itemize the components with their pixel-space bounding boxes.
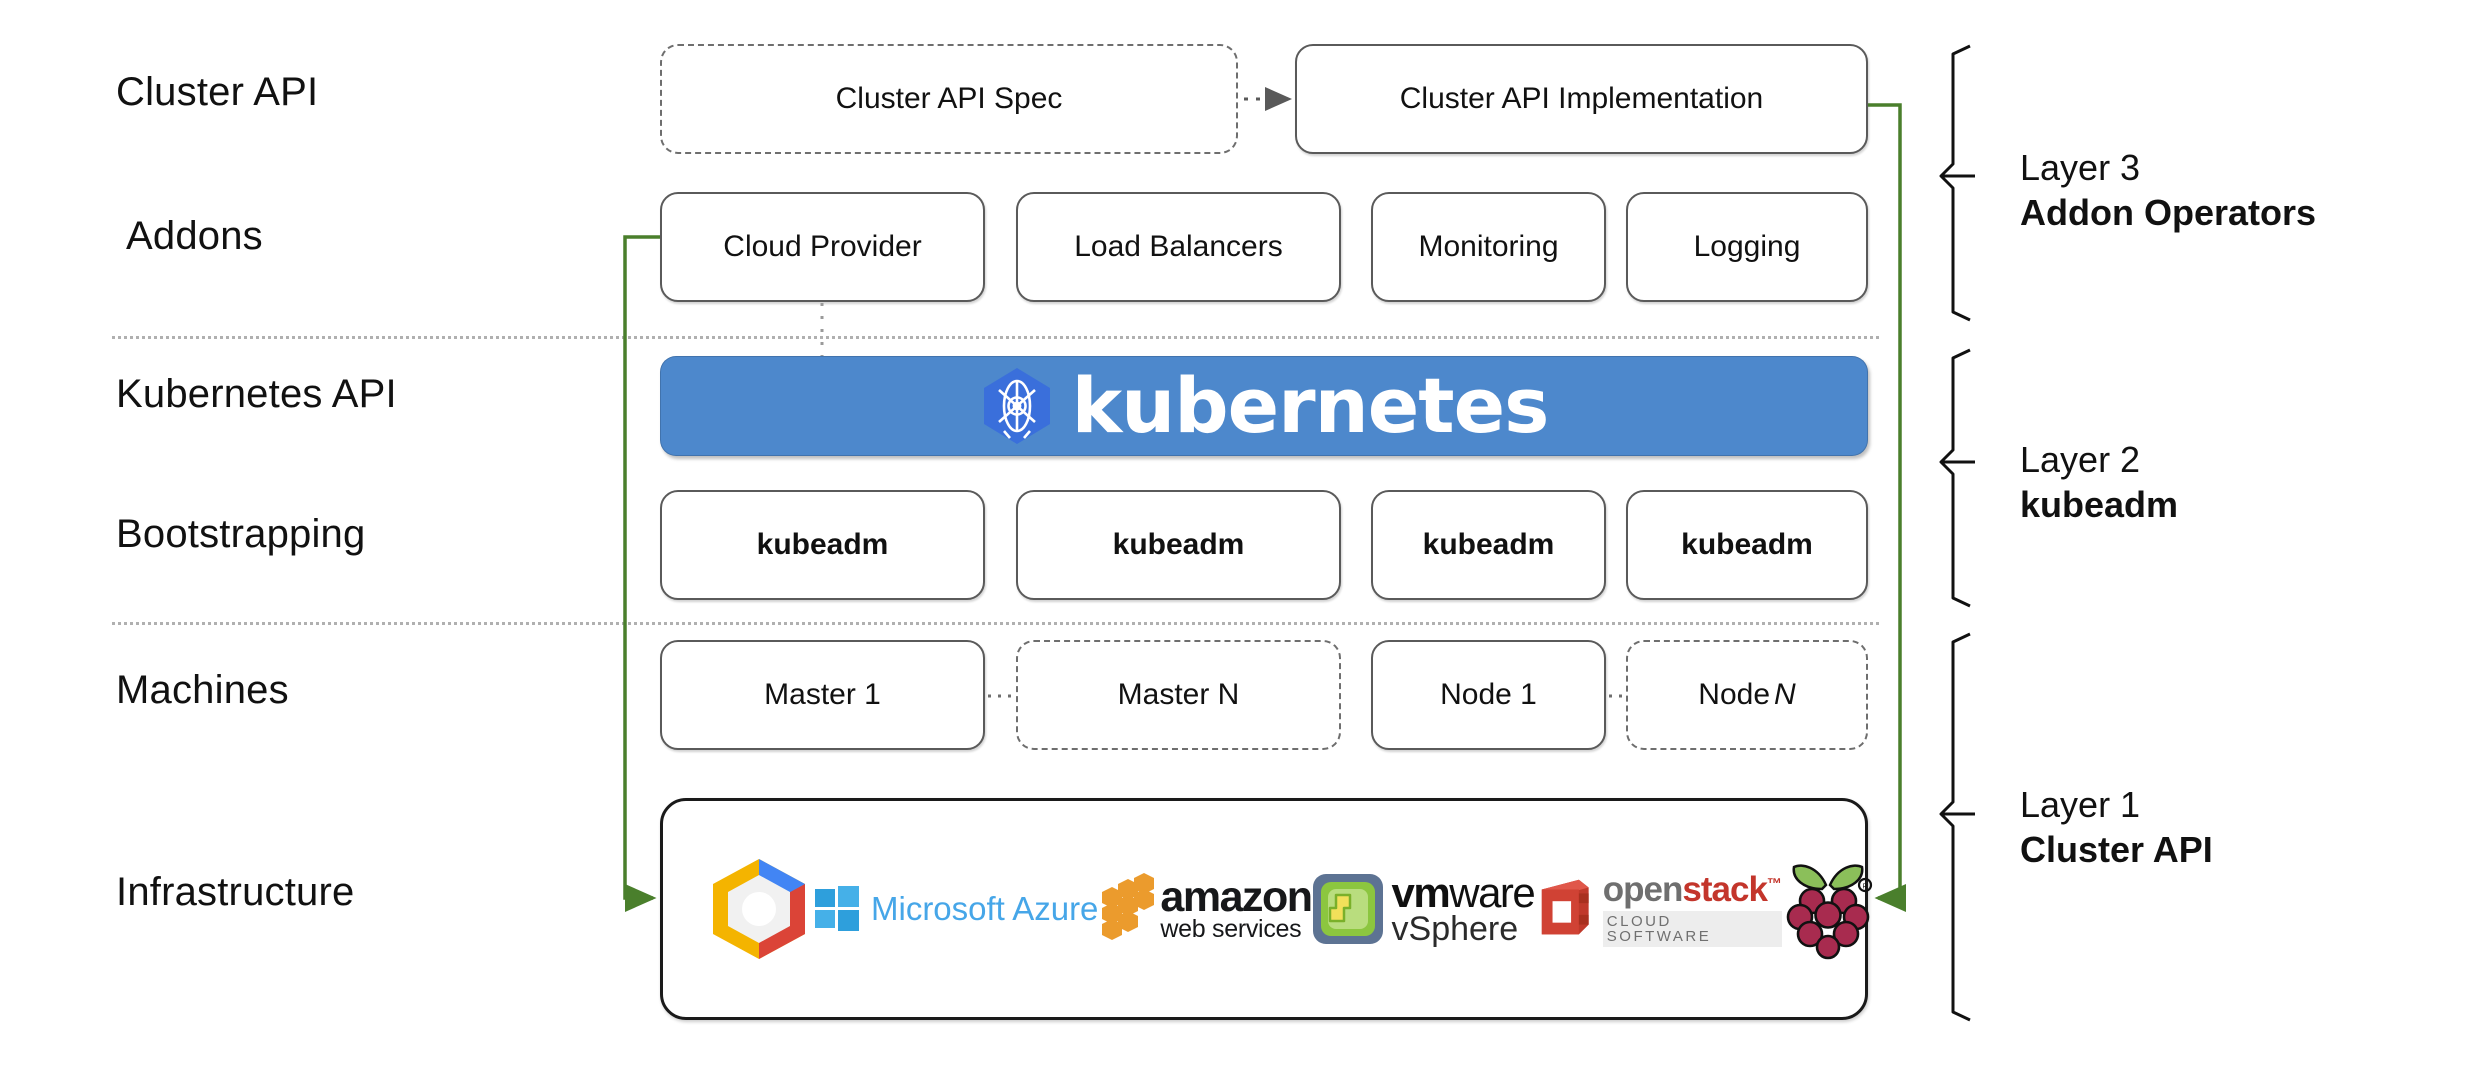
- node-kubeadm-3[interactable]: kubeadm: [1371, 490, 1606, 600]
- brace-layer-2: [1939, 348, 1971, 608]
- node-label: Cluster API Spec: [835, 82, 1063, 115]
- row-label-infrastructure: Infrastructure: [116, 870, 355, 914]
- node-label: Master 1: [764, 678, 881, 711]
- azure-wordmark: Microsoft Azure: [871, 890, 1099, 927]
- kubernetes-helm-logo: [980, 366, 1054, 446]
- node-node-1[interactable]: Node 1: [1371, 640, 1606, 750]
- node-label: kubeadm: [1112, 528, 1245, 561]
- vsphere-wordmark: vSphere: [1391, 909, 1519, 948]
- node-cluster-api-implementation[interactable]: Cluster API Implementation: [1295, 44, 1868, 154]
- node-addon-monitoring[interactable]: Monitoring: [1371, 192, 1606, 302]
- infrastructure-container[interactable]: Microsoft Azure amazon web services: [660, 798, 1873, 1020]
- layer-1-name: Cluster API: [2020, 829, 2213, 870]
- node-addon-load-balancers[interactable]: Load Balancers: [1016, 192, 1341, 302]
- kubernetes-banner[interactable]: kubernetes: [660, 356, 1868, 456]
- green-arrow-implementation-to-infrastructure: [1868, 103, 1906, 912]
- microsoft-azure-logo: Microsoft Azure: [813, 885, 1098, 933]
- openstack-wordmark-top: openstack™: [1603, 872, 1783, 907]
- aws-wordmark-bottom: web services: [1160, 914, 1302, 943]
- openstack-logo: openstack™ CLOUD SOFTWARE: [1534, 872, 1783, 947]
- brace-layer-1: [1939, 632, 1971, 1022]
- layer-3-name: Addon Operators: [2020, 192, 2317, 233]
- vmware-ware-text: ware: [1449, 868, 1536, 916]
- layer-1-number: Layer 1: [2020, 784, 2141, 825]
- row-label-bootstrapping: Bootstrapping: [116, 512, 366, 556]
- openstack-tagline: CLOUD SOFTWARE: [1602, 910, 1783, 947]
- layer-caption-1: Layer 1 Cluster API: [2020, 782, 2213, 872]
- aws-wordmark: amazon web services: [1160, 872, 1313, 943]
- node-label: kubeadm: [756, 528, 889, 561]
- layer-caption-2: Layer 2 kubeadm: [2020, 437, 2178, 527]
- vmware-wordmark: vmware vSphere: [1391, 871, 1536, 948]
- node-label: Cloud Provider: [723, 230, 922, 263]
- node-addon-logging[interactable]: Logging: [1626, 192, 1868, 302]
- vmware-vsphere-logo: vmware vSphere: [1312, 871, 1536, 948]
- node-label: Node 1: [1440, 678, 1537, 711]
- layer-2-number: Layer 2: [2020, 439, 2141, 480]
- node-label: Cluster API Implementation: [1399, 82, 1764, 115]
- row-label-addons: Addons: [126, 214, 263, 258]
- node-label: Monitoring: [1418, 230, 1559, 263]
- node-label: Master N: [1117, 678, 1240, 711]
- row-label-kubernetes-api: Kubernetes API: [116, 372, 397, 416]
- kubernetes-wordmark: kubernetes: [1071, 361, 1550, 450]
- amazon-web-services-logo: amazon web services: [1098, 870, 1313, 948]
- node-master-n[interactable]: Master N: [1016, 640, 1341, 750]
- node-cluster-api-spec[interactable]: Cluster API Spec: [660, 44, 1238, 154]
- brace-layer-3: [1939, 44, 1971, 322]
- layer-3-number: Layer 3: [2020, 147, 2141, 188]
- node-kubeadm-1[interactable]: kubeadm: [660, 490, 985, 600]
- layer-caption-3: Layer 3 Addon Operators: [2020, 145, 2316, 235]
- node-kubeadm-4[interactable]: kubeadm: [1626, 490, 1868, 600]
- node-master-1[interactable]: Master 1: [660, 640, 985, 750]
- divider-layer2-layer1: [112, 622, 1879, 625]
- node-kubeadm-2[interactable]: kubeadm: [1016, 490, 1341, 600]
- openstack-wordmark: openstack™ CLOUD SOFTWARE: [1602, 872, 1783, 947]
- svg-text:R: R: [1863, 884, 1868, 891]
- openstack-stack-text: stack: [1682, 869, 1768, 909]
- node-label: kubeadm: [1681, 528, 1813, 561]
- row-label-machines: Machines: [116, 668, 289, 712]
- node-label: Load Balancers: [1074, 230, 1283, 263]
- google-cloud-platform-logo: [705, 853, 813, 965]
- vmware-wordmark-top: vmware: [1392, 871, 1536, 913]
- node-label: kubeadm: [1422, 528, 1555, 561]
- aws-wordmark-top: amazon: [1160, 872, 1313, 921]
- node-label: Logging: [1693, 230, 1801, 263]
- divider-layer3-layer2: [112, 336, 1879, 339]
- node-label: Node: [1698, 678, 1771, 711]
- row-label-cluster-api: Cluster API: [116, 70, 319, 114]
- node-label-italic: N: [1774, 678, 1796, 711]
- raspberry-pi-logo: R: [1782, 855, 1874, 963]
- openstack-open-text: open: [1602, 869, 1684, 909]
- node-addon-cloud-provider[interactable]: Cloud Provider: [660, 192, 985, 302]
- vmware-vm-text: vm: [1391, 868, 1451, 916]
- openstack-tm-mark: ™: [1766, 874, 1782, 892]
- layer-2-name: kubeadm: [2020, 484, 2179, 525]
